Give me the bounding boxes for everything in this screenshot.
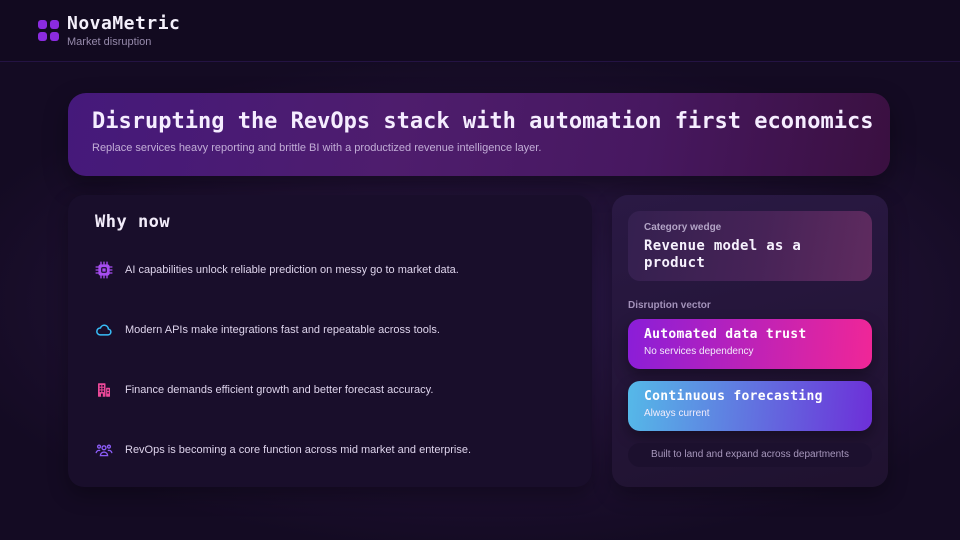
disruption-vector-label: Disruption vector	[628, 300, 711, 311]
chip-title: Continuous forecasting	[644, 389, 823, 404]
why-now-list: AI capabilities unlock reliable predicti…	[95, 240, 565, 480]
team-icon	[95, 441, 113, 459]
chip-subtitle: Always current	[644, 408, 710, 419]
cloud-icon	[95, 321, 113, 339]
chip-title: Automated data trust	[644, 327, 807, 342]
brand-tagline: Market disruption	[67, 35, 152, 48]
hero-title: Disrupting the RevOps stack with automat…	[92, 109, 874, 134]
brand-block: NovaMetric Market disruption	[67, 12, 181, 48]
panel-footnote: Built to land and expand across departme…	[628, 443, 872, 467]
chip-automated-data-trust: Automated data trust No services depende…	[628, 319, 872, 369]
chip-subtitle: No services dependency	[644, 346, 754, 357]
hero-card: Disrupting the RevOps stack with automat…	[68, 93, 890, 176]
logo-square	[38, 20, 47, 29]
brand-logo-icon	[38, 20, 59, 41]
building-icon	[95, 381, 113, 399]
list-item: Finance demands efficient growth and bet…	[95, 360, 565, 420]
chip-continuous-forecasting: Continuous forecasting Always current	[628, 381, 872, 431]
list-item: AI capabilities unlock reliable predicti…	[95, 240, 565, 300]
hero-subtitle: Replace services heavy reporting and bri…	[92, 142, 542, 154]
brand-name: NovaMetric	[67, 12, 181, 34]
why-now-card: Why now AI capabilities unlock reliable …	[68, 195, 592, 487]
category-wedge-title: Revenue model as a product	[644, 238, 802, 271]
list-item-text: Modern APIs make integrations fast and r…	[125, 324, 440, 336]
list-item: Modern APIs make integrations fast and r…	[95, 300, 565, 360]
category-wedge-label: Category wedge	[644, 222, 722, 233]
why-now-heading: Why now	[95, 212, 171, 232]
wedge-panel: Category wedge Revenue model as a produc…	[612, 195, 888, 487]
header: NovaMetric Market disruption	[0, 0, 960, 62]
list-item-text: RevOps is becoming a core function acros…	[125, 444, 472, 456]
logo-square	[50, 32, 59, 41]
category-wedge-card: Category wedge Revenue model as a produc…	[628, 211, 872, 281]
logo-square	[38, 32, 47, 41]
logo-square	[50, 20, 59, 29]
list-item: RevOps is becoming a core function acros…	[95, 420, 565, 480]
list-item-text: AI capabilities unlock reliable predicti…	[125, 264, 459, 276]
list-item-text: Finance demands efficient growth and bet…	[125, 384, 434, 396]
chip-icon	[95, 261, 113, 279]
